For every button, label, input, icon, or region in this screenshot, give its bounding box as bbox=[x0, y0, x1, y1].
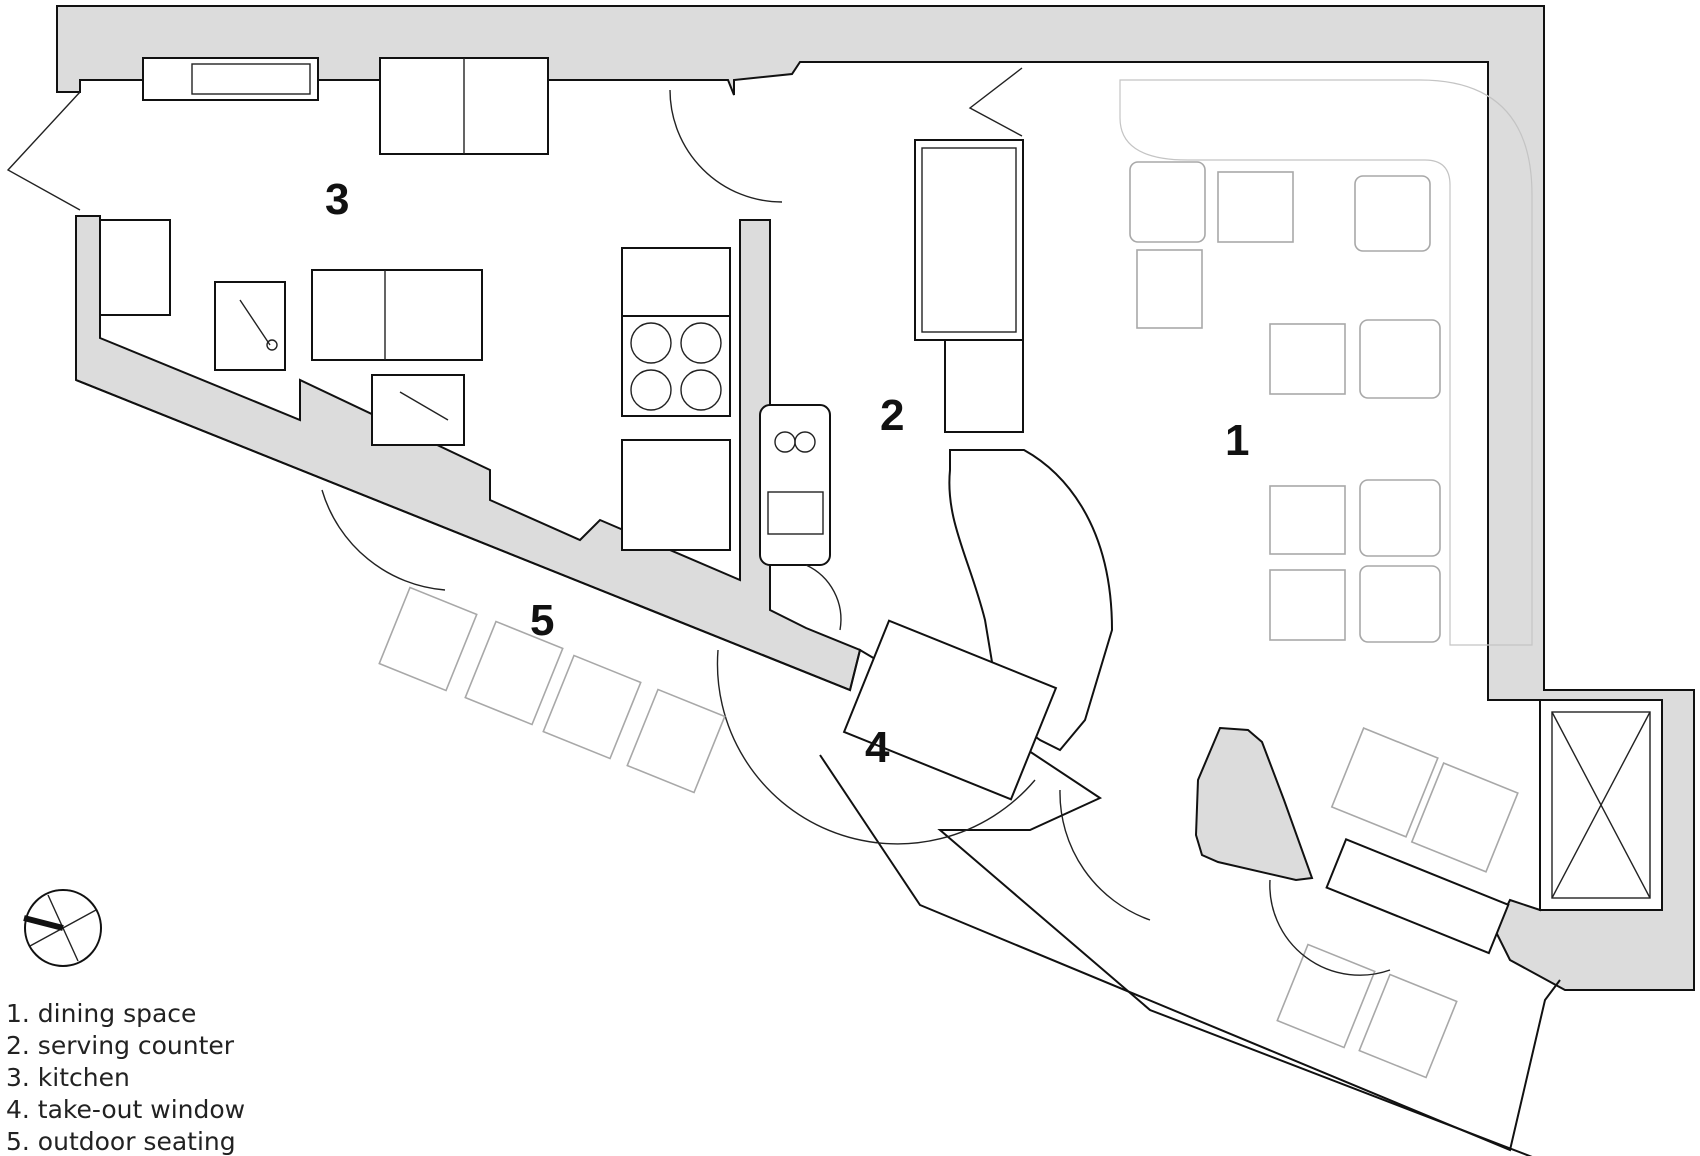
cabinet-left bbox=[99, 219, 171, 316]
counter-unit bbox=[944, 339, 1024, 433]
display-case bbox=[914, 139, 1024, 341]
legend: 1. dining space 2. serving counter 3. ki… bbox=[6, 999, 245, 1156]
room-number-2: 2 bbox=[880, 391, 904, 440]
takeout-door-swing bbox=[716, 649, 1036, 845]
entry-door-swing bbox=[6, 91, 81, 211]
legend-item: 4. take-out window bbox=[6, 1095, 245, 1124]
shelf-top-left-inner bbox=[191, 63, 311, 95]
bench-banquette bbox=[1119, 79, 1533, 646]
dining-door-swing bbox=[1059, 789, 1151, 921]
outdoor-chairs bbox=[378, 586, 1458, 1079]
counter-door-swing bbox=[805, 564, 842, 631]
dining-chairs bbox=[1129, 161, 1441, 643]
stove-icon bbox=[621, 315, 731, 417]
serving-counter-curve bbox=[948, 449, 1114, 752]
legend-item: 1. dining space bbox=[6, 999, 196, 1028]
kitchen-cabinet-lower bbox=[621, 439, 731, 551]
room-number-3: 3 bbox=[325, 175, 349, 224]
dining-door-top bbox=[968, 67, 1023, 137]
room-number-5: 5 bbox=[530, 596, 554, 645]
room-number-1: 1 bbox=[1225, 416, 1249, 465]
facade-line bbox=[75, 379, 1533, 1156]
bar-door-swing bbox=[1269, 879, 1391, 976]
compass-icon bbox=[23, 889, 102, 967]
legend-item: 3. kitchen bbox=[6, 1063, 130, 1092]
outdoor-awning-arc bbox=[321, 489, 446, 591]
window-bar-chairs bbox=[1330, 727, 1519, 873]
room-number-4: 4 bbox=[865, 723, 890, 772]
kitchen-cabinet-upper bbox=[621, 247, 731, 317]
takeout-counter bbox=[842, 619, 1058, 801]
counter-mid bbox=[311, 269, 483, 361]
sink-mid bbox=[371, 374, 465, 446]
legend-item: 2. serving counter bbox=[6, 1031, 235, 1060]
kitchen-door-swing bbox=[669, 89, 783, 203]
shelf-top-left bbox=[142, 57, 319, 101]
street-line bbox=[819, 754, 1561, 1152]
espresso-machine-icon bbox=[759, 404, 831, 566]
sink-left bbox=[214, 281, 286, 371]
legend-item: 5. outdoor seating bbox=[6, 1127, 236, 1156]
wall-window-pier bbox=[1194, 726, 1314, 882]
window-bar-counter bbox=[1325, 838, 1510, 955]
